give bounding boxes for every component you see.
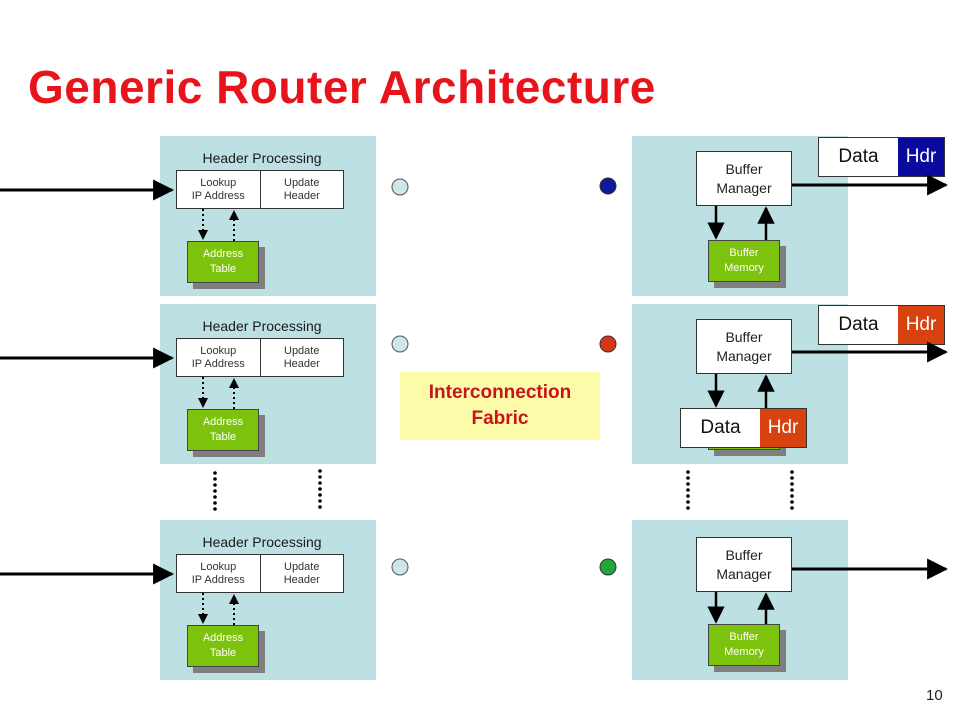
address-table: Address Table <box>187 409 259 451</box>
packet-2: Data Hdr <box>818 305 945 345</box>
buffer-manager: Buffer Manager <box>696 151 792 206</box>
header-processing-box: Lookup IP Address Update Header <box>176 338 344 377</box>
buffer-memory: Buffer Memory <box>708 624 780 666</box>
input-port-dot <box>391 178 409 196</box>
address-table: Address Table <box>187 625 259 667</box>
ellipsis-dots <box>790 470 794 510</box>
lookup-ip-address: Lookup IP Address <box>191 344 245 370</box>
ellipsis-dots <box>213 471 217 511</box>
interconnection-fabric: Interconnection Fabric <box>400 372 600 440</box>
buffer-memory: Buffer Memory <box>708 240 780 282</box>
packet-header: Hdr <box>898 306 944 344</box>
header-processing-box: Lookup IP Address Update Header <box>176 170 344 209</box>
header-processing-box: Lookup IP Address Update Header <box>176 554 344 593</box>
packet-data: Data <box>819 138 898 176</box>
update-header: Update Header <box>259 555 344 592</box>
buffer-manager: Buffer Manager <box>696 319 792 374</box>
packet-data: Data <box>819 306 898 344</box>
header-processing-label: Header Processing <box>202 318 322 334</box>
lookup-ip-address: Lookup IP Address <box>191 560 245 586</box>
packet-data: Data <box>681 409 760 447</box>
packet-header: Hdr <box>898 138 944 176</box>
lookup-ip-address: Lookup IP Address <box>191 176 245 202</box>
update-header: Update Header <box>259 339 344 376</box>
packet-header: Hdr <box>760 409 806 447</box>
input-port-dot <box>391 335 409 353</box>
packet-1: Data Hdr <box>818 137 945 177</box>
buffer-manager: Buffer Manager <box>696 537 792 592</box>
address-table: Address Table <box>187 241 259 283</box>
packet-buffered: Data Hdr <box>680 408 807 448</box>
input-port-dot <box>391 558 409 576</box>
update-header: Update Header <box>259 171 344 208</box>
header-processing-label: Header Processing <box>202 534 322 550</box>
header-processing-label: Header Processing <box>202 150 322 166</box>
ellipsis-dots <box>686 470 690 510</box>
page-number: 10 <box>926 687 943 704</box>
output-port-dot <box>599 177 617 195</box>
output-port-dot <box>599 335 617 353</box>
output-port-dot <box>599 558 617 576</box>
ellipsis-dots <box>318 469 322 509</box>
page-title: Generic Router Architecture <box>28 61 656 113</box>
